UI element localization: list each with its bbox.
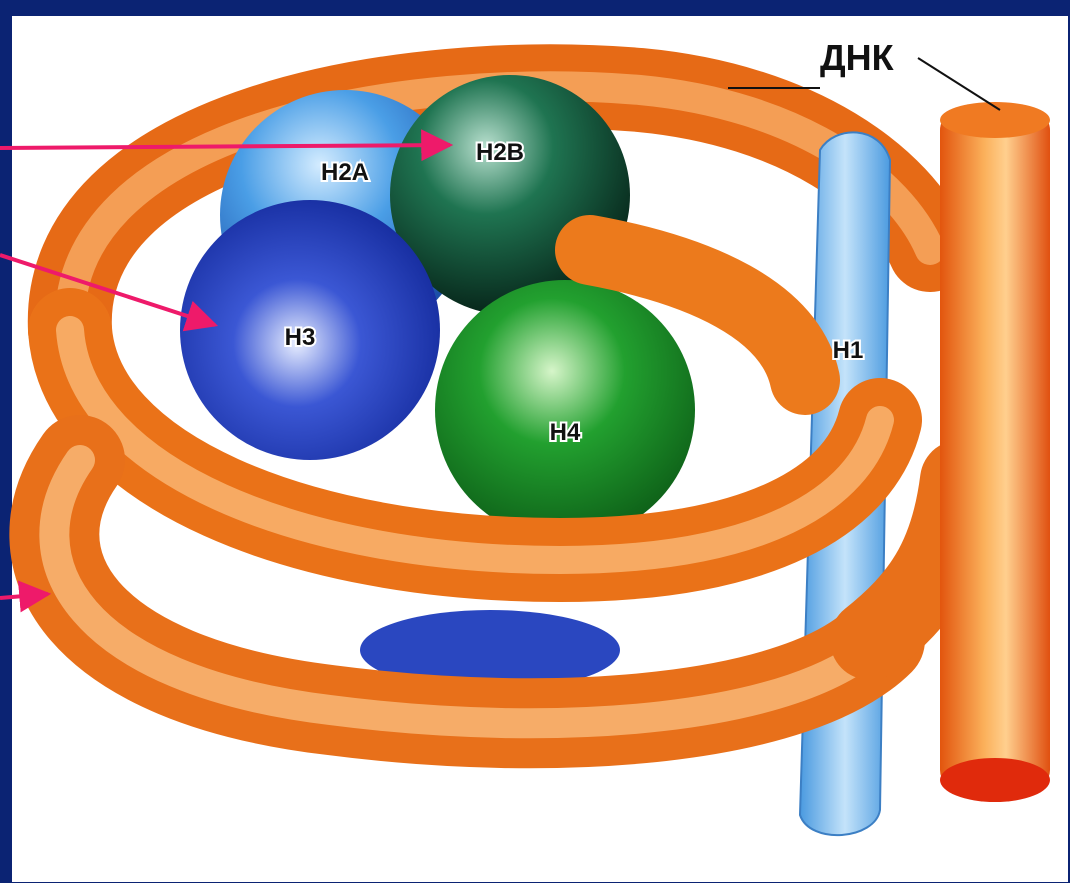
dna-tube-bottom-end bbox=[940, 758, 1050, 802]
histone-h1-label: H1 bbox=[833, 337, 864, 364]
dna-label-leader bbox=[918, 58, 1000, 110]
histone-h3-label: H3 bbox=[285, 324, 316, 351]
histone-h2a-label: H2A bbox=[321, 159, 369, 186]
dna-label: ДНК bbox=[820, 37, 895, 78]
histone-h4-sphere bbox=[435, 280, 695, 540]
histone-h4-label: H4 bbox=[550, 419, 581, 446]
dna-vertical-tube bbox=[940, 110, 1050, 790]
histone-h2b-label: H2B bbox=[476, 139, 524, 166]
